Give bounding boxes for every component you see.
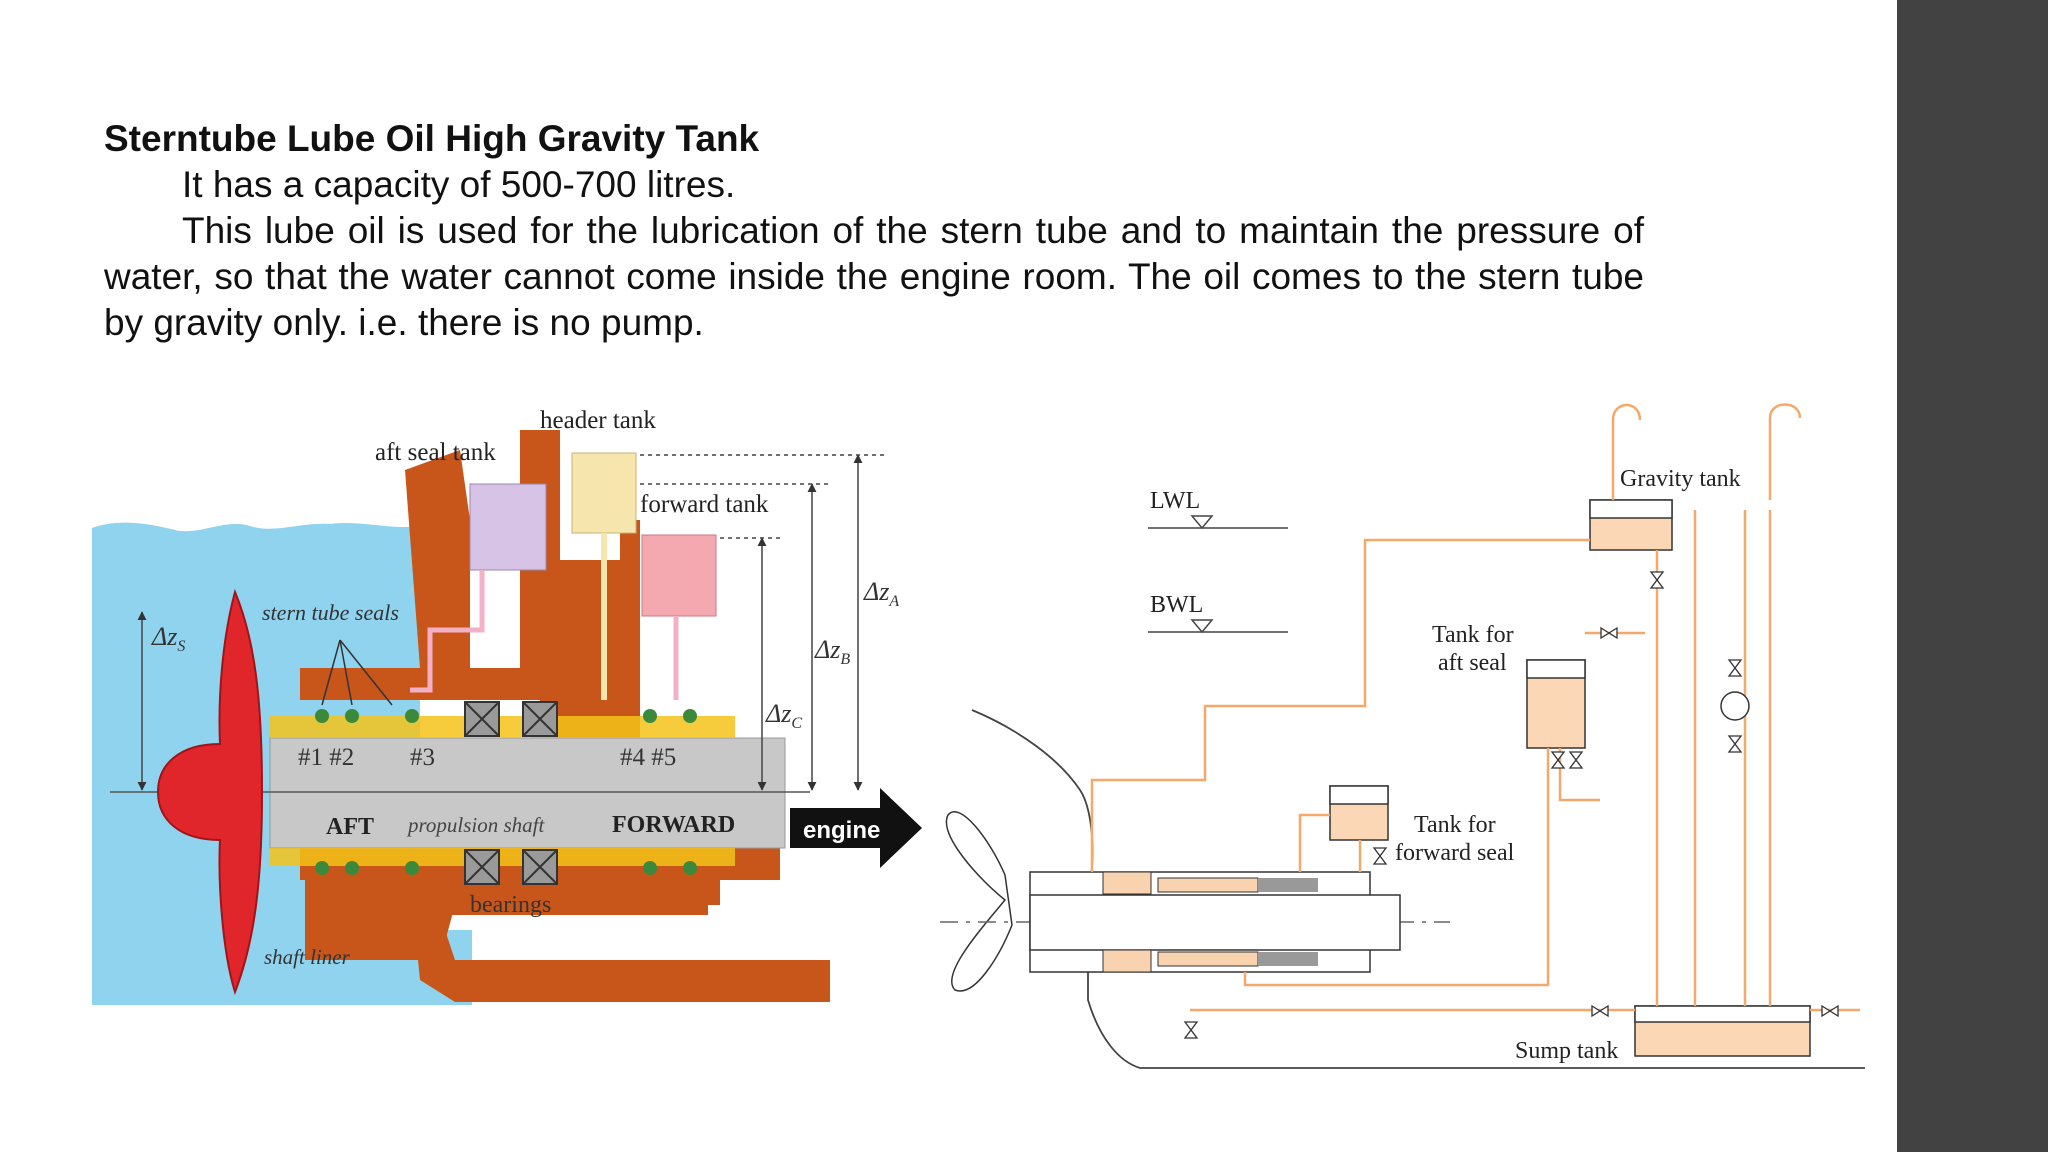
- seal-12-label: #1 #2: [298, 744, 354, 771]
- lube-oil-piping-diagram: LWL BWL: [940, 403, 1865, 1069]
- sump-tank-label: Sump tank: [1515, 1038, 1618, 1064]
- forward-seal-tank: [1329, 785, 1389, 841]
- right-propeller: [945, 811, 1013, 992]
- oil-piping: [1090, 403, 1860, 1012]
- aft-seal-tank-label: aft seal tank: [375, 439, 496, 466]
- seal-leader-lines: [321, 639, 393, 706]
- bearing-bottom: [1157, 951, 1259, 967]
- aft-seal-oil-line: [410, 570, 485, 693]
- dz-s-label: ΔzS: [151, 622, 185, 655]
- capacity-paragraph: It has a capacity of 500-700 litres.: [182, 164, 736, 205]
- dz-a-label: ΔzA: [863, 577, 899, 610]
- forward-tank-label: forward tank: [640, 491, 769, 518]
- stern-tube-seals-group: [315, 709, 697, 875]
- water-level-marks: [1148, 515, 1288, 634]
- shaft-liner-bottom: [270, 848, 735, 866]
- aft-label: AFT: [326, 814, 374, 840]
- forward-label: FORWARD: [612, 812, 735, 838]
- shaft-liner-top: [270, 716, 735, 738]
- gravity-tank-label: Gravity tank: [1620, 466, 1741, 492]
- aft-bush-bottom: [1102, 949, 1152, 973]
- fwd-bush-top: [1258, 878, 1318, 892]
- header-tank-label: header tank: [540, 407, 656, 434]
- presentation-side-band: [1897, 0, 2048, 1152]
- bearings-label: bearings: [470, 892, 551, 918]
- aft-seal-tank-schematic: [1526, 659, 1586, 749]
- propeller: [156, 588, 264, 996]
- stern-tube-seal-diagram: header tank aft seal tank forward tank s…: [92, 407, 922, 1005]
- stern-tube-seals-label: stern tube seals: [262, 600, 399, 625]
- dz-b-label: ΔzB: [814, 635, 850, 668]
- bearing-top: [1157, 877, 1259, 893]
- forward-tank: [641, 534, 717, 617]
- sump-tank: [1634, 1005, 1811, 1057]
- slide-title: Sterntube Lube Oil High Gravity Tank: [104, 118, 760, 159]
- slide-text-block: Sterntube Lube Oil High Gravity Tank It …: [104, 116, 1644, 346]
- aft-seal-tank-label-line1: Tank for: [1432, 622, 1514, 648]
- seal-45-label: #4 #5: [620, 744, 676, 771]
- valves: [1183, 571, 1839, 1039]
- shaft-liner-label: shaft liner: [264, 945, 351, 969]
- propulsion-shaft: [269, 737, 786, 849]
- aft-seal-tank: [469, 483, 547, 571]
- header-tank: [571, 452, 637, 534]
- oil-pump-icon: [1720, 691, 1750, 721]
- seal-3-label: #3: [410, 744, 435, 771]
- propulsion-shaft-label: propulsion shaft: [406, 813, 545, 837]
- aft-bush-top: [1102, 871, 1152, 895]
- fwd-bush-bottom: [1258, 952, 1318, 966]
- bearings-group: [464, 701, 558, 885]
- engine-label: engine: [803, 817, 880, 844]
- engine-arrow: [790, 788, 922, 868]
- right-shaft: [1029, 894, 1401, 951]
- purpose-paragraph: This lube oil is used for the lubricatio…: [104, 210, 1644, 343]
- dz-c-label: ΔzC: [765, 699, 802, 732]
- fwd-seal-tank-label-line1: Tank for: [1414, 812, 1496, 838]
- gravity-tank: [1589, 499, 1673, 551]
- bwl-label: BWL: [1150, 592, 1203, 618]
- lwl-label: LWL: [1150, 488, 1200, 514]
- fwd-seal-tank-label-line2: forward seal: [1395, 840, 1515, 866]
- hull-upper-right: [520, 430, 640, 668]
- hull-lower-block: [305, 860, 708, 960]
- dimension-lines: [137, 454, 885, 791]
- aft-seal-tank-label-line2: aft seal: [1438, 650, 1507, 676]
